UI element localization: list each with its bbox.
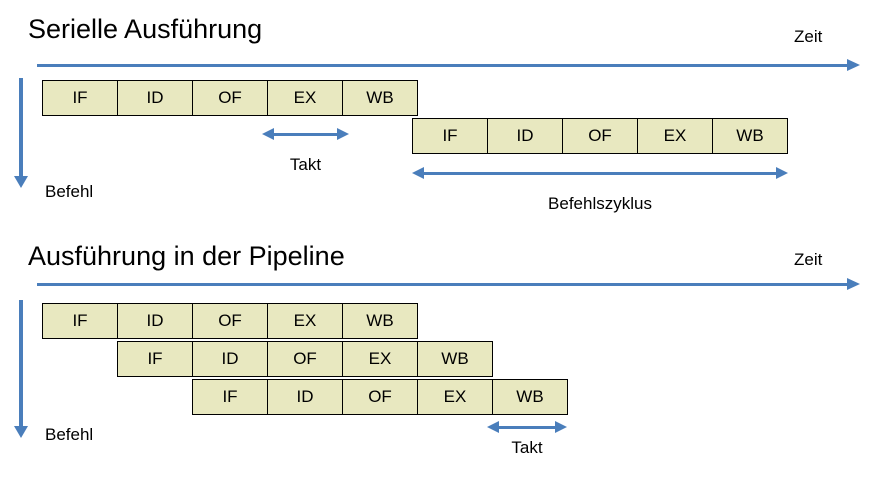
stage-cell: ID <box>117 80 193 116</box>
time-axis-line <box>37 64 849 67</box>
stage-cell: EX <box>342 341 418 377</box>
arrow-down-icon <box>14 426 28 438</box>
stage-cell: IF <box>192 379 268 415</box>
befehl-label-pipeline: Befehl <box>45 425 94 444</box>
instruction-row: IF ID OF EX WB <box>42 303 418 339</box>
arrow-down-icon <box>14 176 28 188</box>
stage-cell: WB <box>342 303 418 339</box>
stage-cell: ID <box>117 303 193 339</box>
befehlszyklus-label: Befehlszyklus <box>548 194 652 213</box>
instruction-row: IF ID OF EX WB <box>192 379 568 415</box>
instruction-row: IF ID OF EX WB <box>412 118 788 154</box>
arrow-right-icon <box>847 59 860 71</box>
befehlszyklus-measure <box>412 167 788 180</box>
instruction-row: IF ID OF EX WB <box>42 80 418 116</box>
stage-cell: IF <box>117 341 193 377</box>
stage-cell: OF <box>267 341 343 377</box>
befehl-axis-pipeline <box>14 300 28 440</box>
arrow-right-icon <box>555 421 567 433</box>
stage-cell: ID <box>192 341 268 377</box>
stage-cell: WB <box>342 80 418 116</box>
stage-cell: OF <box>192 303 268 339</box>
stage-cell: IF <box>42 303 118 339</box>
stage-cell: OF <box>192 80 268 116</box>
stage-cell: IF <box>412 118 488 154</box>
arrow-right-icon <box>847 278 860 290</box>
measure-line <box>493 426 561 429</box>
time-axis-line <box>37 283 849 286</box>
takt-label-serial: Takt <box>289 155 322 174</box>
stage-cell: EX <box>267 80 343 116</box>
time-axis-label-serial: Zeit <box>794 27 823 46</box>
befehl-axis-serial <box>14 78 28 188</box>
section-title-pipeline: Ausführung in der Pipeline <box>28 241 345 271</box>
stage-cell: OF <box>562 118 638 154</box>
stage-cell: ID <box>267 379 343 415</box>
measure-line <box>268 133 343 136</box>
stage-cell: WB <box>492 379 568 415</box>
stage-cell: OF <box>342 379 418 415</box>
time-axis-serial <box>37 59 860 72</box>
stage-cell: IF <box>42 80 118 116</box>
takt-label-pipeline: Takt <box>511 438 543 457</box>
takt-measure-pipeline <box>487 421 567 434</box>
section-title-serial: Serielle Ausführung <box>28 14 263 44</box>
stage-cell: EX <box>637 118 713 154</box>
befehl-axis-line <box>19 78 23 178</box>
arrow-right-icon <box>776 167 788 179</box>
befehl-label-serial: Befehl <box>45 182 94 201</box>
time-axis-label-pipeline: Zeit <box>794 250 823 269</box>
arrow-right-icon <box>337 128 349 140</box>
takt-measure-serial <box>262 128 349 141</box>
stage-cell: WB <box>417 341 493 377</box>
stage-cell: WB <box>712 118 788 154</box>
stage-cell: EX <box>417 379 493 415</box>
stage-cell: ID <box>487 118 563 154</box>
instruction-row: IF ID OF EX WB <box>117 341 493 377</box>
time-axis-pipeline <box>37 278 860 291</box>
stage-cell: EX <box>267 303 343 339</box>
befehl-axis-line <box>19 300 23 428</box>
measure-line <box>418 172 782 175</box>
